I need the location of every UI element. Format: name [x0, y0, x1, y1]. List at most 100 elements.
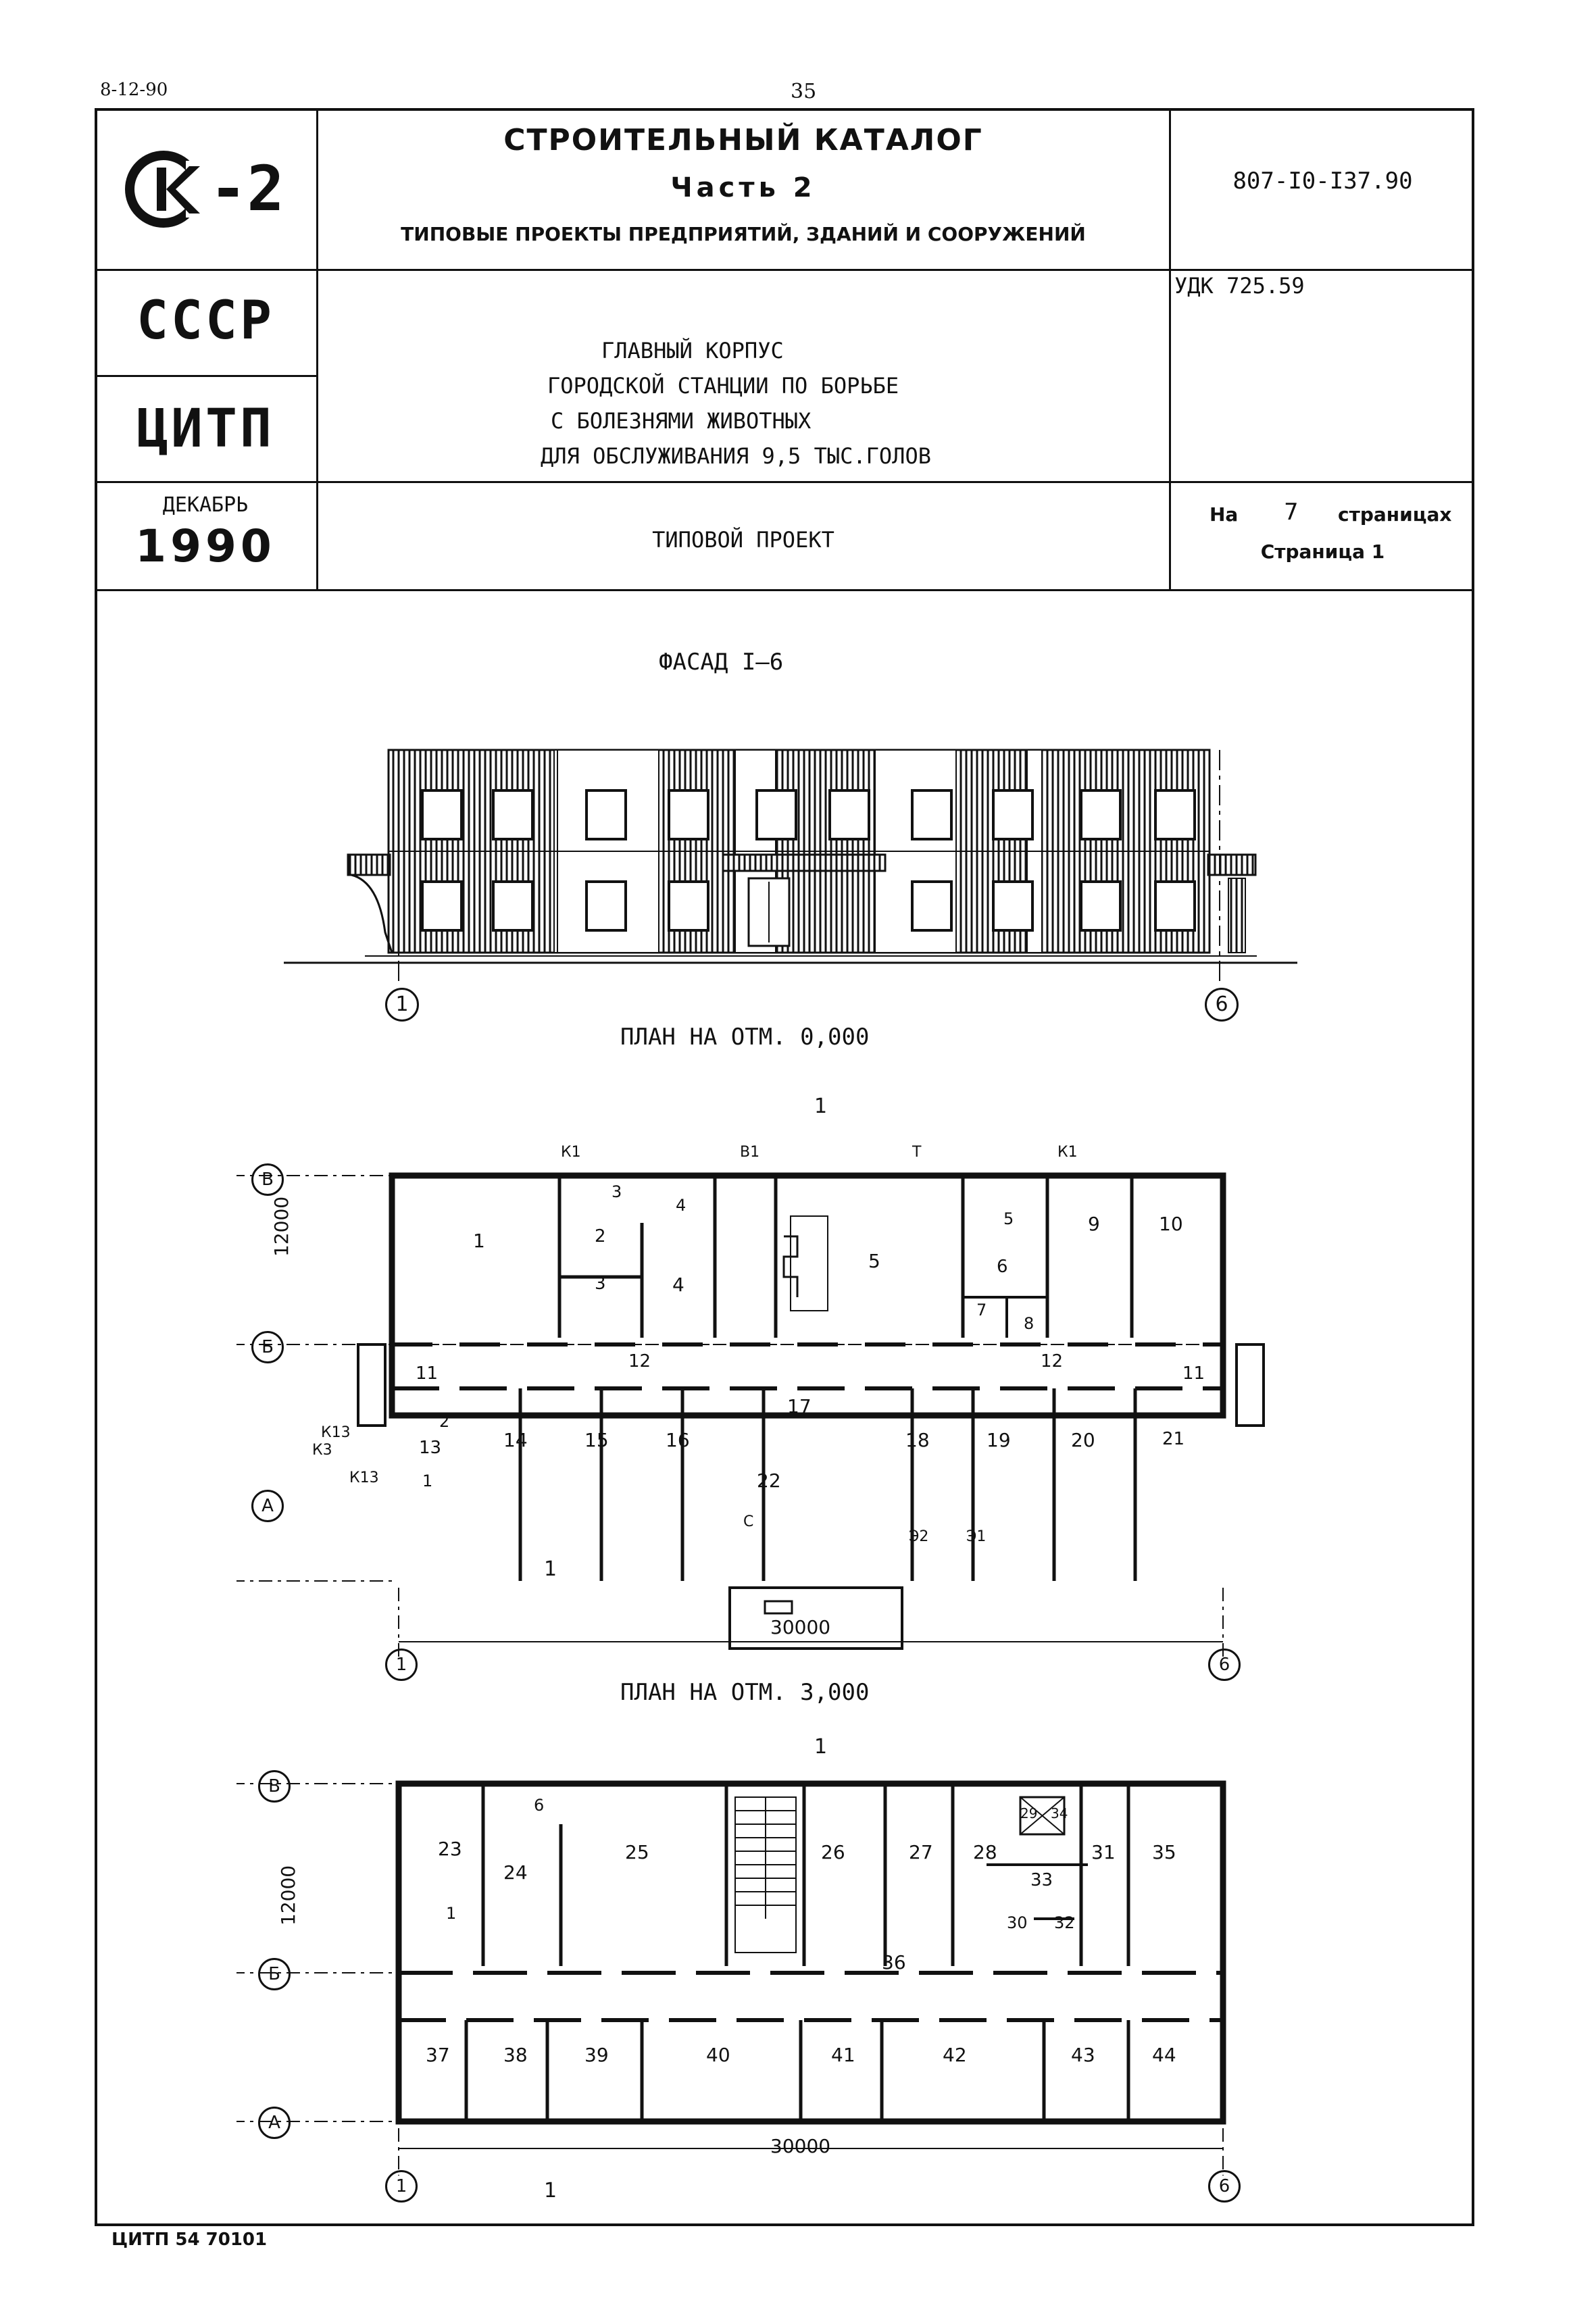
side-k3: К3	[312, 1442, 332, 1459]
room-14: 14	[503, 1429, 528, 1451]
room-29: 29	[1020, 1805, 1038, 1821]
room-3: 3	[595, 1274, 606, 1294]
facade-axis-right: 6	[1205, 988, 1239, 1022]
catalog-subtitle: ТИПОВЫЕ ПРОЕКТЫ ПРЕДПРИЯТИЙ, ЗДАНИЙ И СО…	[401, 223, 1086, 245]
plan2-section-bottom: 1	[544, 2179, 557, 2203]
room-42: 42	[943, 2044, 967, 2066]
plan1-dim-height: 12000	[270, 1196, 293, 1257]
side-k13-bottom: К13	[349, 1469, 379, 1486]
plan1-axis-6: 6	[1208, 1649, 1241, 1681]
room-10: 10	[1159, 1213, 1183, 1235]
room-33: 33	[1030, 1870, 1053, 1890]
arrow-k1-right: К1	[1057, 1144, 1078, 1161]
plan2-axis-1: 1	[385, 2170, 418, 2203]
plan2-axis-a: А	[258, 2107, 291, 2139]
catalog-title: СТРОИТЕЛЬНЫЙ КАТАЛОГ	[503, 123, 983, 157]
arrow-e2: Э2	[909, 1528, 929, 1545]
header-vline-2	[1169, 108, 1171, 590]
room-37: 37	[426, 2044, 450, 2066]
room-38: 38	[503, 2044, 528, 2066]
callout-3: 3	[612, 1182, 622, 1201]
plan2-dim-width: 30000	[770, 2135, 831, 2157]
room-11-right: 11	[1182, 1363, 1205, 1384]
room-11-left: 11	[416, 1363, 439, 1384]
room-19: 19	[987, 1429, 1011, 1451]
arrow-v1: В1	[740, 1144, 760, 1161]
room-27: 27	[909, 1841, 933, 1863]
plan1-section-bottom: 1	[544, 1557, 557, 1581]
room-20: 20	[1071, 1429, 1095, 1451]
room-44: 44	[1152, 2044, 1176, 2066]
plan1-axis-1: 1	[385, 1649, 418, 1681]
header-hline-3	[95, 481, 1474, 483]
title-line-4: ДЛЯ ОБСЛУЖИВАНИЯ 9,5 ТЫС.ГОЛОВ	[541, 443, 931, 469]
room-23: 23	[438, 1838, 462, 1860]
page-number: 35	[791, 80, 817, 103]
room-39: 39	[584, 2044, 609, 2066]
plan1-axis-v: В	[251, 1163, 284, 1196]
plan1-dim-width: 30000	[770, 1616, 831, 1638]
facade-drawing	[284, 749, 1297, 986]
room-30: 30	[1007, 1913, 1028, 1932]
room-6: 6	[997, 1257, 1008, 1277]
room-34: 34	[1051, 1805, 1068, 1821]
title-line-2: ГОРОДСКОЙ СТАНЦИИ ПО БОРЬБЕ	[547, 373, 899, 399]
callout-4: 4	[676, 1196, 687, 1215]
title-line-3: С БОЛЕЗНЯМИ ЖИВОТНЫХ	[551, 408, 812, 434]
side-k13-top: К13	[321, 1424, 351, 1441]
sk-logo: -2	[122, 147, 311, 235]
org-label: ЦИТП	[136, 399, 274, 459]
room-17: 17	[787, 1395, 812, 1417]
room-36: 36	[882, 1951, 906, 1973]
room-31: 31	[1091, 1841, 1116, 1863]
facade-axis-left: 1	[385, 988, 419, 1022]
callout-1: 1	[422, 1472, 433, 1490]
pages-label: страницах	[1338, 503, 1452, 526]
header-vline-1	[316, 108, 318, 590]
plan2-section-top: 1	[814, 1735, 828, 1759]
pages-on-label: На	[1210, 503, 1239, 526]
callout-5: 5	[1003, 1209, 1014, 1228]
plan1-title: ПЛАН НА ОТМ. 0,000	[620, 1024, 870, 1051]
callout-1-plan2: 1	[446, 1904, 457, 1923]
plan1-drawing	[236, 1172, 1265, 1662]
room-35: 35	[1152, 1841, 1176, 1863]
facade-title: ФАСАД I–6	[659, 649, 784, 676]
outer-frame	[95, 108, 1474, 2226]
room-5: 5	[868, 1250, 880, 1272]
room-26: 26	[821, 1841, 845, 1863]
room-21: 21	[1162, 1429, 1185, 1449]
title-line-1: ГЛАВНЫЙ КОРПУС	[601, 338, 784, 363]
room-22: 22	[757, 1469, 781, 1492]
logo-suffix: -2	[209, 153, 284, 225]
room-2: 2	[595, 1226, 606, 1247]
plan2-dim-height: 12000	[277, 1865, 299, 1926]
plan2-drawing	[236, 1780, 1226, 2175]
callout-2: 2	[439, 1412, 450, 1431]
room-43: 43	[1071, 2044, 1095, 2066]
room-16: 16	[666, 1429, 690, 1451]
catalog-part: Часть 2	[670, 172, 816, 203]
plan1-section-top: 1	[814, 1095, 828, 1118]
room-32: 32	[1054, 1913, 1075, 1932]
bottom-code: ЦИТП 54 70101	[111, 2230, 268, 2250]
udk-code: УДК 725.59	[1174, 273, 1305, 299]
room-4: 4	[672, 1274, 684, 1296]
plan2-axis-6: 6	[1208, 2170, 1241, 2203]
header-hline-4	[95, 589, 1474, 591]
plan1-axis-a: А	[251, 1490, 284, 1522]
arrow-c: С	[743, 1513, 754, 1530]
room-18: 18	[905, 1429, 930, 1451]
room-28: 28	[973, 1841, 997, 1863]
room-41: 41	[831, 2044, 855, 2066]
room-1: 1	[473, 1230, 485, 1252]
room-40: 40	[706, 2044, 730, 2066]
project-type: ТИПОВОЙ ПРОЕКТ	[652, 527, 834, 553]
room-12-right: 12	[1041, 1351, 1064, 1372]
project-number: 807-I0-I37.90	[1232, 168, 1413, 195]
page-label: Страница 1	[1260, 540, 1385, 563]
pages-count: 7	[1284, 499, 1299, 526]
room-24: 24	[503, 1861, 528, 1884]
plan2-title: ПЛАН НА ОТМ. 3,000	[620, 1679, 870, 1706]
room-12-left: 12	[628, 1351, 651, 1372]
